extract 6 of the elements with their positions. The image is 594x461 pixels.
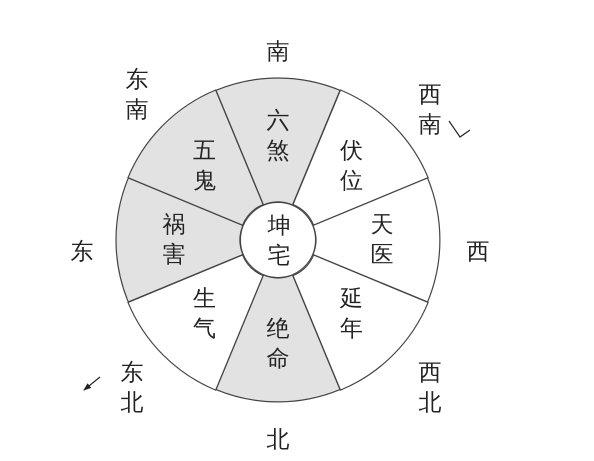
direction-label: 西北 bbox=[418, 359, 442, 418]
center-text: 坤宅 bbox=[267, 212, 291, 271]
direction-label: 东 bbox=[70, 238, 94, 267]
direction-label: 南 bbox=[266, 38, 290, 67]
direction-label: 西 bbox=[466, 238, 490, 267]
direction-label: 北 bbox=[266, 426, 290, 455]
